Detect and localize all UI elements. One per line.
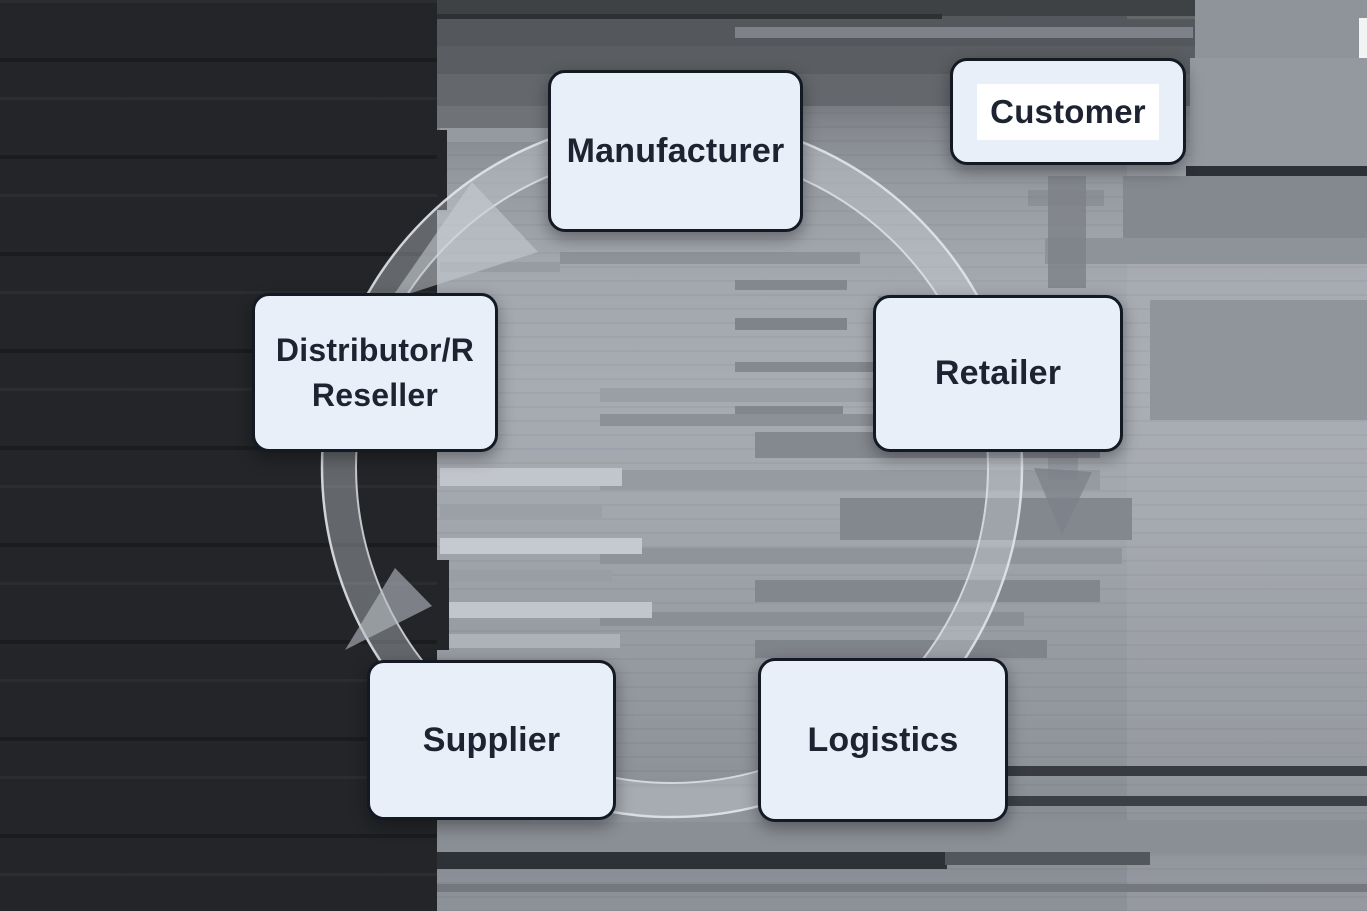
glitch-bar <box>1190 58 1367 168</box>
node-manufacturer-label: Manufacturer <box>566 131 785 170</box>
node-logistics-label: Logistics <box>807 720 959 759</box>
glitch-bar <box>440 262 560 272</box>
customer-retailer-connector-cross <box>1028 190 1104 206</box>
glitch-bar <box>437 14 942 19</box>
node-customer-label: Customer <box>977 83 1159 140</box>
glitch-bar <box>440 468 622 486</box>
node-retailer: Retailer <box>873 295 1123 452</box>
glitch-bar <box>600 470 1100 490</box>
node-distributor: Distributor/R Reseller <box>252 293 498 452</box>
glitch-bar <box>1045 238 1367 264</box>
glitch-bar <box>440 570 612 582</box>
glitch-bar <box>440 538 642 554</box>
glitch-bar <box>437 852 947 869</box>
glitch-bar <box>1000 766 1367 776</box>
glitch-bar <box>735 318 847 330</box>
glitch-bar <box>945 852 1150 865</box>
glitch-bar <box>1186 166 1367 176</box>
glitch-bar <box>560 252 860 264</box>
arrow-top-left-icon <box>390 182 538 300</box>
glitch-bar <box>1195 0 1367 58</box>
glitch-bar <box>1359 18 1367 58</box>
node-distributor-label-line2: Reseller <box>311 376 439 413</box>
glitch-bar <box>600 612 1024 626</box>
glitch-bar <box>735 406 843 416</box>
glitch-bar <box>600 548 1122 564</box>
glitch-bar <box>437 820 1367 854</box>
node-supplier-label: Supplier <box>422 720 561 759</box>
node-customer: Customer <box>950 58 1186 165</box>
glitch-bar <box>1000 796 1367 806</box>
node-distributor-label-line1: Distributor/R <box>275 332 475 369</box>
arrow-bottom-left-icon <box>345 568 432 650</box>
node-retailer-label: Retailer <box>934 354 1062 392</box>
node-manufacturer: Manufacturer <box>548 70 803 232</box>
glitch-bar <box>437 884 1367 892</box>
background-dark-band <box>0 0 437 911</box>
glitch-bar <box>440 504 602 518</box>
glitch-bar <box>437 0 1367 16</box>
glitch-bar <box>1150 300 1367 420</box>
glitch-bar <box>1123 176 1367 238</box>
node-logistics: Logistics <box>758 658 1008 822</box>
glitch-bar <box>437 130 447 210</box>
glitch-bar <box>735 27 1193 38</box>
glitch-bar <box>755 580 1100 602</box>
glitch-bar <box>735 280 847 290</box>
arrow-right-down-icon <box>1034 468 1092 535</box>
glitch-bar <box>440 634 620 648</box>
glitch-bar <box>440 602 652 618</box>
node-supplier: Supplier <box>367 660 616 820</box>
glitch-bar <box>437 560 449 650</box>
